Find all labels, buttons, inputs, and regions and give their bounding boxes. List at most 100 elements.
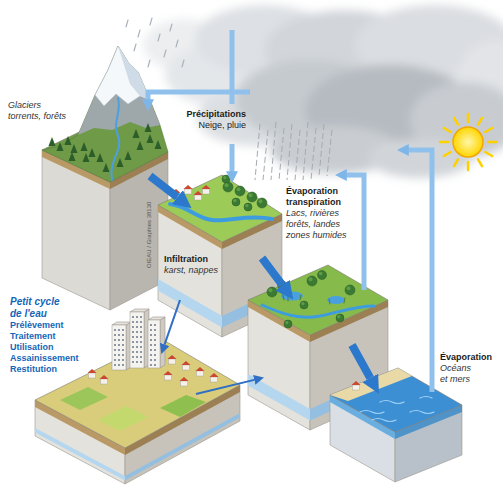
window: [114, 364, 116, 366]
text-slot: Petit cycle de l'eauPrélèvement Traiteme…: [10, 296, 82, 375]
tree: [318, 271, 327, 280]
tree: [232, 198, 240, 206]
window: [132, 341, 134, 343]
window: [122, 359, 124, 361]
ocean-block: ÉvaporationOcéans et mers: [330, 366, 462, 482]
area-caption: karst, nappes: [164, 265, 222, 276]
tree: [155, 140, 162, 149]
roof: [184, 185, 193, 189]
tree: [307, 276, 317, 286]
process-heading: Évaporation transpiration: [286, 186, 352, 208]
window: [132, 331, 134, 333]
window: [118, 354, 120, 356]
tree: [125, 151, 132, 160]
window: [118, 334, 120, 336]
text-slot: ÉvaporationOcéans et mers: [440, 352, 496, 385]
evaporation-arrow: [342, 175, 364, 290]
tree: [65, 136, 72, 145]
tree: [285, 321, 288, 324]
window: [122, 339, 124, 341]
field: [160, 395, 206, 417]
text-slot: Évaporation transpirationLacs, rivières …: [286, 186, 352, 241]
roof: [194, 191, 203, 195]
sun-ray: [440, 114, 496, 170]
tree: [69, 152, 76, 161]
house: [169, 359, 176, 364]
flow-arrow: [150, 176, 177, 197]
window: [136, 321, 138, 323]
block-top: [158, 175, 282, 242]
window: [114, 339, 116, 341]
window: [154, 359, 156, 361]
process-heading: Précipitations: [170, 109, 246, 120]
tree: [267, 287, 277, 297]
window: [154, 329, 156, 331]
tree: [247, 192, 257, 202]
window: [154, 334, 156, 336]
tree: [257, 198, 267, 208]
text-slot: Neige, pluie: [170, 120, 246, 131]
window: [136, 361, 138, 363]
window: [132, 356, 134, 358]
glacier: [95, 46, 150, 106]
roof: [210, 373, 219, 377]
window: [122, 364, 124, 366]
roof: [182, 361, 191, 365]
building: [130, 312, 144, 368]
building: [148, 320, 160, 368]
window: [140, 341, 142, 343]
building: [112, 322, 131, 325]
tree: [117, 158, 124, 167]
cycle-heading: Petit cycle de l'eau: [10, 296, 68, 320]
tree: [71, 144, 78, 153]
house: [353, 385, 360, 390]
tree: [336, 314, 344, 322]
window: [114, 349, 116, 351]
window: [114, 344, 116, 346]
tree: [133, 129, 140, 138]
groundwater: [248, 374, 310, 420]
text-slot: Infiltrationkarst, nappes: [164, 254, 222, 276]
tree: [269, 288, 273, 292]
block-top: [248, 265, 388, 335]
tree: [301, 302, 304, 305]
area-caption: Lacs, rivières forêts, landes zones humi…: [286, 208, 352, 241]
window: [154, 364, 156, 366]
tree: [137, 141, 144, 150]
window: [150, 364, 152, 366]
window: [136, 351, 138, 353]
window: [150, 324, 152, 326]
tree: [57, 142, 64, 151]
river: [170, 204, 272, 220]
window: [132, 351, 134, 353]
roof: [180, 377, 189, 381]
block-illustration: [35, 309, 240, 484]
tree: [347, 286, 351, 290]
area-caption: Océans et mers: [440, 363, 476, 385]
tree: [233, 199, 236, 202]
roof: [164, 371, 173, 375]
tree: [244, 203, 252, 211]
step-list: Prélèvement Traitement Utilisation Assai…: [10, 320, 82, 375]
window: [118, 359, 120, 361]
tree: [225, 183, 229, 187]
window: [136, 326, 138, 328]
window: [132, 336, 134, 338]
window: [136, 356, 138, 358]
window: [140, 346, 142, 348]
window: [132, 361, 134, 363]
window: [140, 326, 142, 328]
field: [60, 387, 108, 410]
roof: [352, 381, 361, 385]
tree: [223, 176, 226, 179]
window: [114, 329, 116, 331]
window: [118, 344, 120, 346]
window: [118, 339, 120, 341]
sun: [440, 114, 496, 170]
roof: [196, 367, 205, 371]
groundwater: [158, 279, 222, 327]
window: [140, 316, 142, 318]
tree: [81, 142, 88, 151]
